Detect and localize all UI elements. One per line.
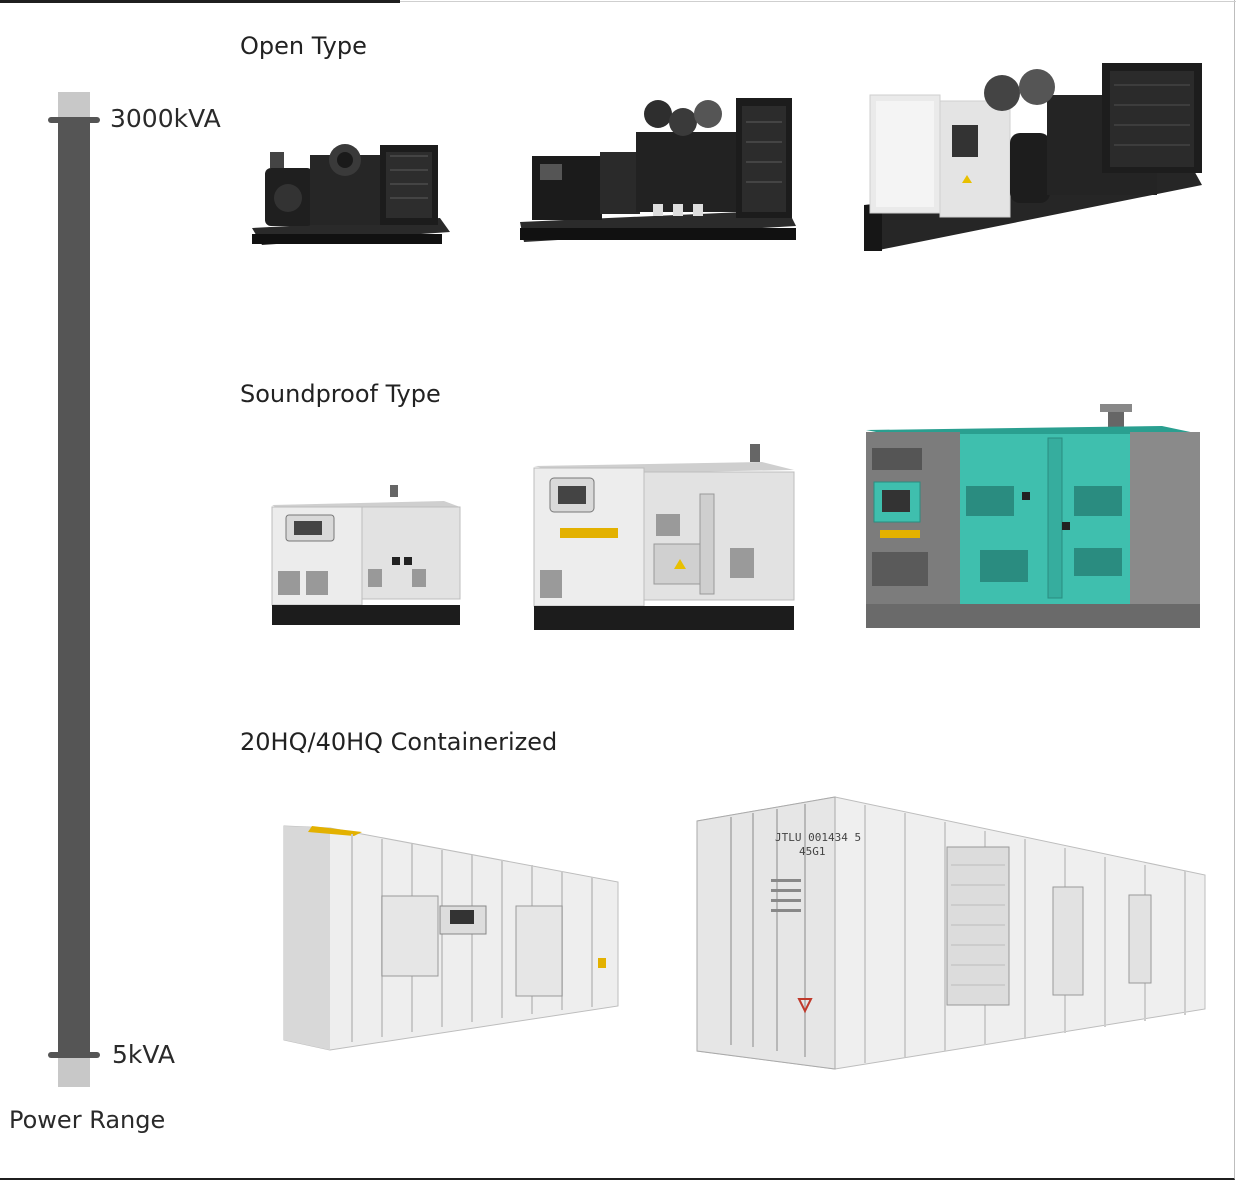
soundproof-generator-large-teal-image: [866, 404, 1200, 628]
container-20hq-image: [283, 825, 619, 1051]
scale-min-label: 5kVA: [112, 1040, 175, 1069]
scale-tick-max: [48, 117, 100, 123]
top-accent-bar: [0, 0, 400, 3]
scale-tick-min: [48, 1052, 100, 1058]
open-generator-small-image: [252, 144, 450, 245]
section-title-open-type: Open Type: [240, 32, 367, 60]
section-title-soundproof-type: Soundproof Type: [240, 380, 441, 408]
soundproof-generator-small-image: [271, 485, 461, 625]
open-generator-large-image: [864, 63, 1202, 251]
top-divider: [400, 1, 1236, 2]
section-title-containerized: 20HQ/40HQ Containerized: [240, 728, 558, 756]
container-40hq-image: JTLU 001434 5 45G1: [696, 796, 1206, 1070]
scale-max-label: 3000kVA: [110, 104, 221, 133]
power-range-title: Power Range: [9, 1106, 166, 1134]
container-id-line2: 45G1: [799, 845, 826, 858]
container-id-line1: JTLU 001434 5: [775, 831, 861, 844]
power-scale-bar: [58, 117, 90, 1056]
open-generator-medium-image: [520, 98, 796, 242]
soundproof-generator-medium-image: [533, 444, 795, 630]
